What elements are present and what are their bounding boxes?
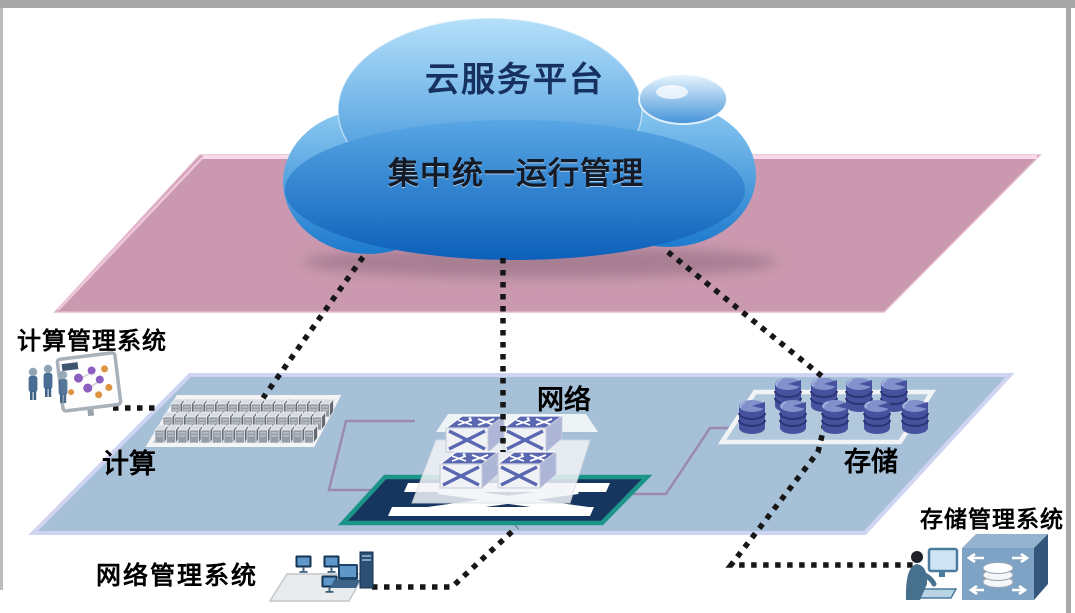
- line-cloud-to-compute: [260, 255, 366, 400]
- compute-platform: [145, 395, 342, 447]
- node-label-network: 网络: [537, 385, 591, 415]
- cloud-shadow: [302, 246, 778, 278]
- cloud-subtitle: 集中统一运行管理: [388, 156, 644, 191]
- right-frame-bar: [1066, 8, 1071, 613]
- people-screen-icon: [28, 351, 123, 417]
- cloud-bubble: [638, 73, 728, 125]
- line-cloud-to-storage-mgmt: [666, 249, 917, 568]
- fabric-connector-lines: [327, 419, 732, 496]
- server-rack-icon: [154, 398, 334, 444]
- switch-stack-icon: [411, 414, 598, 504]
- left-frame-bar: [0, 8, 3, 590]
- label-compute-management-system: 计算管理系统: [17, 329, 167, 355]
- label-storage-management-system: 存储管理系统: [920, 507, 1064, 532]
- label-network-management-system: 网络管理系统: [96, 563, 259, 590]
- node-label-compute: 计算: [102, 449, 156, 479]
- line-network-mgmt: [372, 524, 519, 590]
- operator-storage-icon: [905, 534, 1048, 600]
- node-label-storage: 存储: [844, 447, 898, 477]
- workstations-icon: [268, 551, 374, 602]
- cloud-icon: [283, 17, 756, 260]
- dotted-connection-lines: [113, 249, 917, 590]
- cloud-title: 云服务平台: [425, 62, 605, 99]
- top-frame-bar: [0, 0, 1075, 8]
